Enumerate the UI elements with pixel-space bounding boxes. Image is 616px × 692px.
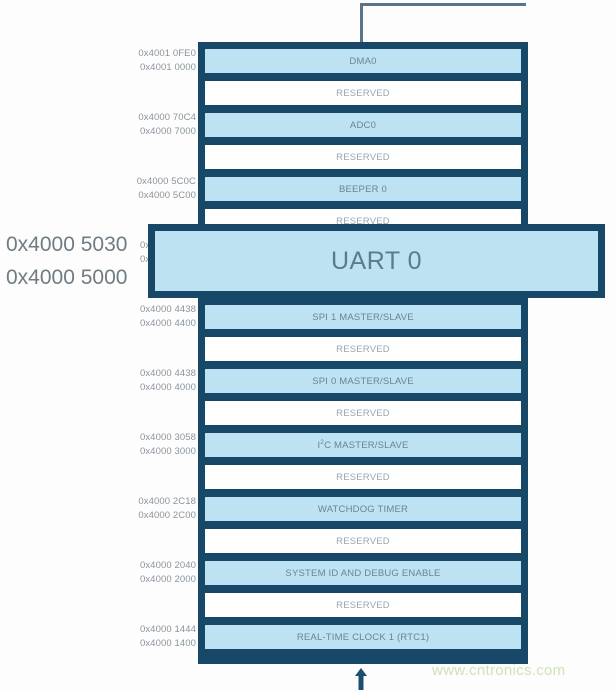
memory-row-peripheral: WATCHDOG TIMER [205,497,521,521]
memory-row-label: BEEPER 0 [338,183,388,195]
address-high: 0x4000 2C18 [138,496,196,507]
memory-row-reserved: RESERVED [205,593,521,617]
memory-row-label: RESERVED [336,343,390,355]
address-low: 0x4000 4400 [139,317,196,329]
address-low: 0x4000 2C00 [138,509,196,521]
address-high: 0x4000 70C4 [138,112,196,123]
memory-row-label: SYSTEM ID AND DEBUG ENABLE [285,567,441,579]
memory-row-address-labels: 0x4000 2C18 0x4000 2C00 [56,495,196,522]
memory-row-label: I2C MASTER/SLAVE [317,438,409,451]
memory-row-reserved: RESERVED [205,145,521,169]
memory-row-label: WATCHDOG TIMER [317,503,409,515]
memory-row-peripheral: BEEPER 0 [205,177,521,201]
address-high: 0x4001 0FE0 [138,48,196,59]
memory-row-label: RESERVED [336,471,390,483]
memory-row-label: SPI 0 MASTER/SLAVE [312,375,414,387]
memory-row-reserved: RESERVED [205,529,521,553]
memory-row-peripheral: SPI 0 MASTER/SLAVE [205,369,521,393]
address-low: 0x4000 3000 [139,445,196,457]
memory-row-address-labels: 0x4000 4438 0x4000 4000 [56,367,196,394]
memory-row-label: RESERVED [336,87,390,99]
memory-row-address-labels: 0x4001 0FE0 0x4001 0000 [56,47,196,74]
uart-callout-address-labels: 0x4000 5030 0x4000 5000 [6,228,140,294]
memory-row-reserved: RESERVED [205,465,521,489]
memory-row-label: DMA0 [349,55,377,67]
memory-row-peripheral: SPI 1 MASTER/SLAVE [205,305,521,329]
memory-row-peripheral: REAL-TIME CLOCK 1 (RTC1) [205,625,521,649]
address-low: 0x4000 7000 [139,125,196,137]
address-high: 0x4000 4438 [139,368,196,379]
uart-callout-address-low: 0x4000 5000 [6,266,128,289]
address-high: 0x4000 3058 [139,432,196,443]
connector-line-horizontal [360,3,526,6]
memory-row-address-labels: 0x4000 4438 0x4000 4400 [56,303,196,330]
memory-row-peripheral: I2C MASTER/SLAVE [205,433,521,457]
site-watermark: www.cntronics.com [432,662,566,679]
memory-row-label: REAL-TIME CLOCK 1 (RTC1) [296,631,430,643]
uart-callout-box: UART 0 [148,224,605,298]
uart-callout-label: UART 0 [155,231,598,291]
address-low: 0x4000 4000 [139,381,196,393]
address-high: 0x4000 4438 [139,304,196,315]
address-high: 0x4000 1444 [139,624,196,635]
memory-row-address-labels: 0x4000 5C0C 0x4000 5C00 [56,175,196,202]
up-arrow-icon [355,668,367,690]
memory-row-label: RESERVED [336,407,390,419]
memory-row-label: RESERVED [336,535,390,547]
memory-row-label: RESERVED [336,215,390,227]
memory-row-label: ADC0 [349,119,377,131]
address-high: 0x4000 5C0C [136,176,196,187]
memory-row-reserved: RESERVED [205,401,521,425]
address-low: 0x4000 2000 [139,573,196,585]
memory-row-address-labels: 0x4000 3058 0x4000 3000 [56,431,196,458]
memory-row-peripheral: DMA0 [205,49,521,73]
memory-row-peripheral: SYSTEM ID AND DEBUG ENABLE [205,561,521,585]
memory-row-label: RESERVED [336,599,390,611]
memory-row-address-labels: 0x4000 1444 0x4000 1400 [56,623,196,650]
connector-line-vertical [360,3,363,43]
memory-row-reserved: RESERVED [205,81,521,105]
address-low: 0x4000 5C00 [138,189,196,201]
address-low: 0x4001 0000 [139,61,196,73]
memory-row-address-labels: 0x4000 2040 0x4000 2000 [56,559,196,586]
address-low: 0x4000 1400 [139,637,196,649]
uart-callout-address-high: 0x4000 5030 [6,233,128,256]
memory-row-address-labels: 0x4000 70C4 0x4000 7000 [56,111,196,138]
memory-row-label: SPI 1 MASTER/SLAVE [312,311,414,323]
memory-row-peripheral: ADC0 [205,113,521,137]
memory-row-label: RESERVED [336,151,390,163]
memory-row-reserved: RESERVED [205,337,521,361]
address-high: 0x4000 2040 [139,560,196,571]
